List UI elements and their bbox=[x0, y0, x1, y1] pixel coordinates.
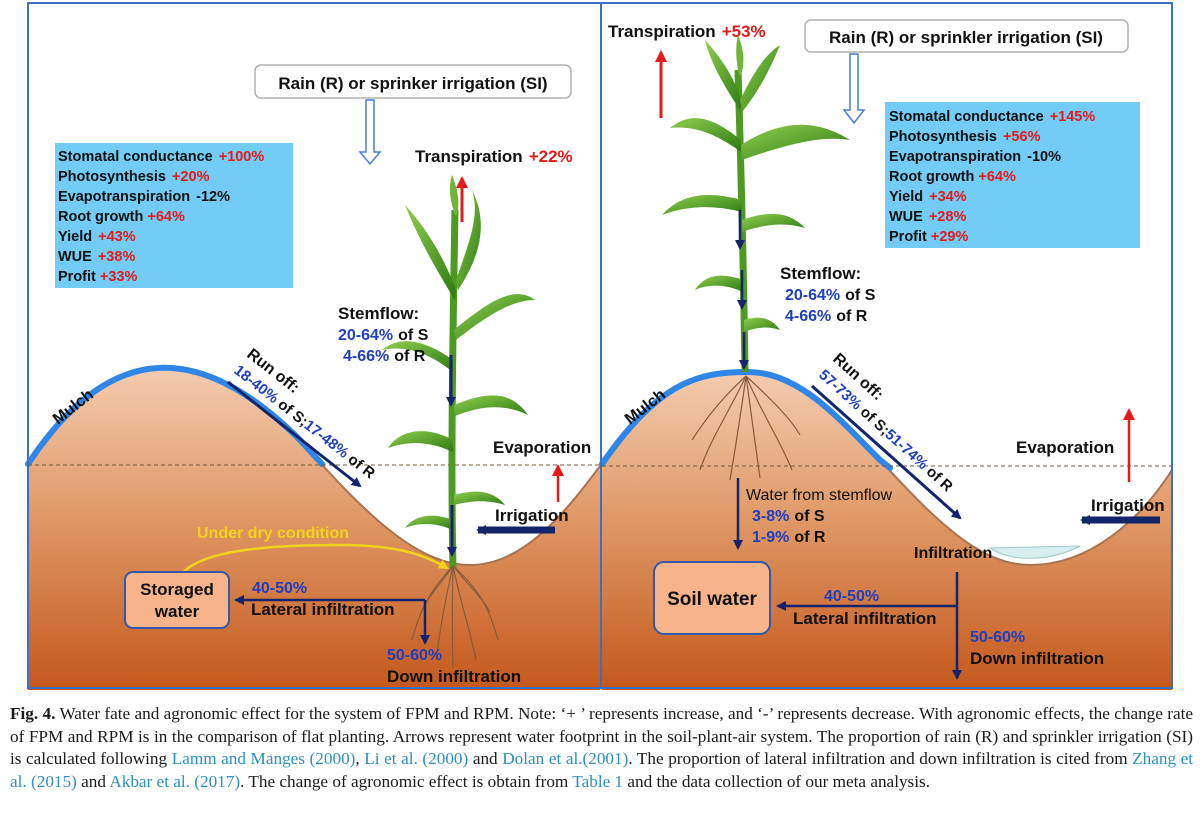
right-stemflow-r: 4-66%of R bbox=[785, 308, 868, 325]
figure-caption: Fig. 4. Water fate and agronomic effect … bbox=[10, 703, 1193, 793]
right-water-stemflow-label: Water from stemflow bbox=[746, 487, 893, 504]
right-effect-row: Photosynthesis+56% bbox=[889, 129, 1041, 145]
left-lateral-value: 40-50% bbox=[252, 580, 307, 597]
caption-text: and bbox=[472, 749, 498, 768]
left-stemflow-title: Stemflow: bbox=[338, 304, 419, 323]
left-down-label: Down infiltration bbox=[387, 667, 521, 686]
right-effect-row: Stomatal conductance+145% bbox=[889, 109, 1095, 125]
left-effect-row: Profit+33% bbox=[58, 269, 137, 285]
left-effect-row: Photosynthesis+20% bbox=[58, 169, 210, 185]
right-panel: Transpiration+53% Rain (R) or sprinkler … bbox=[599, 19, 1173, 690]
right-soil-water-label: Soil water bbox=[667, 589, 757, 610]
ref-link[interactable]: Dolan et al.(2001) bbox=[502, 749, 629, 768]
left-effect-row: Evapotranspiration-12% bbox=[58, 189, 230, 205]
left-maize-plant-icon bbox=[382, 175, 535, 569]
right-rain-label: Rain (R) or sprinkler irrigation (SI) bbox=[829, 28, 1103, 47]
caption-text: Water fate and agronomic effect for the … bbox=[10, 704, 1193, 768]
right-effect-row: Evapotranspiration-10% bbox=[889, 149, 1061, 165]
left-effects-list: Stomatal conductance+100% Photosynthesis… bbox=[58, 149, 264, 285]
table-link[interactable]: Table 1 bbox=[572, 771, 624, 791]
figure-label: Fig. 4. bbox=[10, 704, 56, 723]
left-effect-row: Yield+43% bbox=[58, 229, 136, 245]
caption-text: and bbox=[81, 771, 106, 791]
caption-text: . The change of agronomic effect is obta… bbox=[240, 771, 569, 791]
right-effect-row: Profit+29% bbox=[889, 229, 968, 245]
left-runoff-arrow bbox=[227, 380, 362, 488]
left-rain-label: Rain (R) or sprinker irrigation (SI) bbox=[278, 74, 547, 93]
right-effect-row: WUE+28% bbox=[889, 209, 966, 225]
right-root-icon bbox=[691, 375, 801, 481]
right-effect-row: Yield+34% bbox=[889, 189, 967, 205]
caption-text: and the data collection of our meta anal… bbox=[627, 771, 931, 791]
left-dry-condition-label: Under dry condition bbox=[197, 525, 349, 542]
ref-link[interactable]: Lamm and Manges (2000) bbox=[171, 749, 356, 768]
left-storage-line1: Storaged bbox=[140, 580, 214, 599]
right-effects-box bbox=[885, 102, 1140, 248]
right-panel-border bbox=[600, 2, 1173, 689]
ref-link[interactable]: Li et al. (2000) bbox=[364, 749, 469, 768]
ref-link[interactable]: Zhang et al. (2015) bbox=[10, 749, 1194, 791]
right-lateral-value: 40-50% bbox=[824, 588, 879, 605]
left-stemflow-r: 4-66%of R bbox=[343, 348, 426, 365]
right-rain-box bbox=[804, 19, 1129, 53]
right-rain-arrow bbox=[842, 53, 866, 125]
right-lateral-label: Lateral infiltration bbox=[793, 609, 937, 628]
right-effects-list: Stomatal conductance+145% Photosynthesis… bbox=[889, 109, 1095, 245]
right-down-value: 50-60% bbox=[970, 629, 1025, 646]
left-storage-box bbox=[124, 571, 230, 629]
right-irrigation-label: Irrigation bbox=[1091, 496, 1165, 515]
right-down-label: Down infiltration bbox=[970, 649, 1104, 668]
right-stemflow-s: 20-64%of S bbox=[785, 287, 876, 304]
left-rain-box bbox=[254, 64, 572, 99]
left-transpiration-label: Transpiration+22% bbox=[415, 147, 573, 166]
left-irrigation-label: Irrigation bbox=[495, 506, 569, 525]
left-root-icon bbox=[411, 565, 499, 669]
left-lateral-label: Lateral infiltration bbox=[251, 600, 395, 619]
right-water-stemflow-r: 1-9%of R bbox=[752, 529, 826, 546]
right-transpiration-label: Transpiration+53% bbox=[608, 22, 766, 41]
left-effect-row: WUE+38% bbox=[58, 249, 135, 265]
left-mulch-film bbox=[25, 364, 325, 467]
right-mulch-film bbox=[599, 368, 893, 471]
right-water-stemflow-s: 3-8%of S bbox=[752, 508, 825, 525]
right-water-pool bbox=[988, 545, 1081, 559]
left-effect-row: Stomatal conductance+100% bbox=[58, 149, 264, 165]
left-panel: Rain (R) or sprinker irrigation (SI) Sto… bbox=[25, 64, 601, 690]
caption-text: , bbox=[355, 749, 360, 768]
left-effect-row: Root growth+64% bbox=[58, 209, 185, 225]
caption-text: . The proportion of lateral infiltration… bbox=[628, 749, 1128, 768]
left-down-value: 50-60% bbox=[387, 647, 442, 664]
right-stemflow-title: Stemflow: bbox=[780, 264, 861, 283]
ref-link[interactable]: Akbar et al. (2017) bbox=[109, 771, 241, 791]
right-soil-water-box bbox=[653, 561, 771, 635]
left-storage-line2: water bbox=[154, 602, 200, 621]
left-effects-box bbox=[55, 143, 293, 288]
left-rain-arrow bbox=[358, 99, 382, 166]
left-stemflow-s: 20-64%of S bbox=[338, 327, 429, 344]
left-evaporation-label: Evaporation bbox=[493, 438, 591, 457]
right-infiltration-label: Infiltration bbox=[914, 545, 992, 562]
right-effect-row: Root growth+64% bbox=[889, 169, 1016, 185]
right-evaporation-label: Evaporation bbox=[1016, 438, 1114, 457]
right-runoff-arrow bbox=[811, 384, 962, 520]
left-dry-condition-curve bbox=[178, 543, 449, 577]
water-fate-diagram: Rain (R) or sprinker irrigation (SI) Sto… bbox=[25, 2, 1173, 690]
